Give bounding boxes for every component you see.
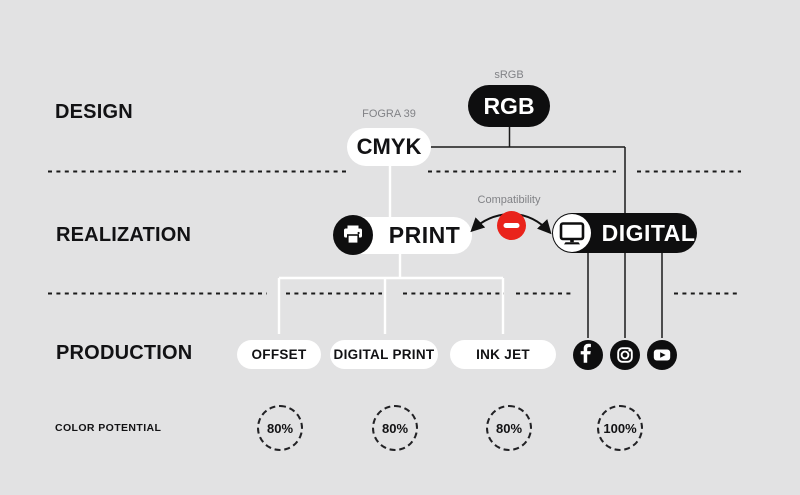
no-entry-icon — [497, 211, 526, 240]
digital-print-node: DIGITAL PRINT — [330, 340, 438, 369]
youtube-icon — [647, 340, 677, 370]
facebook-icon — [573, 340, 603, 370]
color-potential-digital-print: 80% — [372, 405, 418, 451]
digital-node-label: DIGITAL — [601, 219, 696, 246]
color-potential-ink-jet-value: 80% — [495, 420, 523, 436]
color-potential-offset: 80% — [257, 405, 303, 451]
cmyk-node-label: CMYK — [356, 134, 422, 159]
row-label-color-potential: COLOR POTENTIAL — [55, 422, 162, 434]
digital-print-node-label: DIGITAL PRINT — [333, 347, 435, 362]
color-potential-ink-jet: 80% — [486, 405, 532, 451]
rgb-node: RGB — [468, 85, 550, 127]
offset-node: OFFSET — [237, 340, 321, 369]
color-potential-digital-value: 100% — [603, 420, 637, 436]
color-potential-digital: 100% — [597, 405, 643, 451]
row-label-design: DESIGN — [55, 101, 133, 123]
printer-icon — [333, 215, 373, 255]
compatibility-arrows — [470, 213, 552, 235]
rgb-node-label: RGB — [483, 92, 535, 119]
row-label-production: PRODUCTION — [56, 342, 193, 364]
srgb-tag: sRGB — [494, 69, 524, 81]
ink-jet-node: INK JET — [450, 340, 556, 369]
print-node-label: PRINT — [388, 222, 461, 248]
color-potential-digital-print-value: 80% — [381, 420, 409, 436]
color-potential-offset-value: 80% — [266, 420, 294, 436]
offset-node-label: OFFSET — [251, 347, 307, 362]
ink-jet-node-label: INK JET — [476, 347, 530, 362]
compatibility-label: Compatibility — [477, 194, 541, 206]
instagram-icon — [610, 340, 640, 370]
monitor-icon — [553, 214, 591, 252]
row-label-realization: REALIZATION — [56, 224, 192, 246]
fogra39-tag: FOGRA 39 — [362, 108, 416, 120]
cmyk-node: CMYK — [347, 128, 431, 166]
digital-branch-lines — [587, 253, 663, 338]
